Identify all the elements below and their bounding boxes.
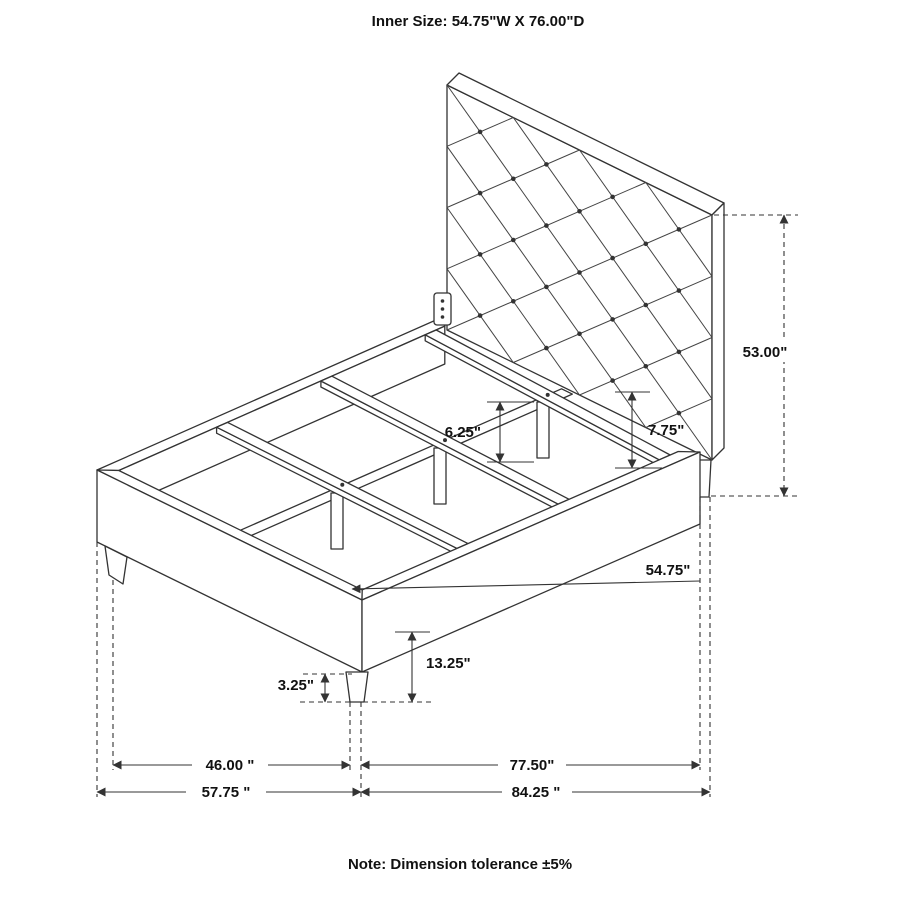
dim-label-side-length: 77.50" xyxy=(510,757,555,774)
dim-slat-support-height: 6.25" xyxy=(445,401,534,463)
foot-right-leg xyxy=(345,671,369,703)
dim-inner-width: 54.75" xyxy=(351,562,701,594)
headboard-side-edge xyxy=(711,202,725,461)
dim-label-foot-rail-height: 13.25" xyxy=(426,655,471,672)
foot-left-leg xyxy=(104,545,128,585)
center-leg xyxy=(330,492,344,550)
tolerance-note: Note: Dimension tolerance ±5% xyxy=(348,856,572,873)
dim-label-side-rail-height: 7.75" xyxy=(648,422,684,439)
dim-overall-length: 84.25 " xyxy=(360,784,711,801)
dim-overall-width: 57.75 " xyxy=(96,784,362,801)
slat-screw-holes xyxy=(340,392,550,487)
dim-foot-width: 46.00 " xyxy=(112,757,351,774)
bed-frame xyxy=(96,292,701,703)
dim-foot-rail-height: 13.25" xyxy=(395,631,471,703)
tufting-buttons xyxy=(477,129,682,416)
dim-side-rail-height: 7.75" xyxy=(615,391,684,469)
dim-label-inner-width: 54.75" xyxy=(646,562,691,579)
dim-label-foot-width: 46.00 " xyxy=(206,757,255,774)
dim-label-headboard-height: 53.00" xyxy=(743,344,788,361)
dim-label-slat-support-height: 6.25" xyxy=(445,424,481,441)
dim-side-length: 77.50" xyxy=(360,757,701,774)
dimension-lines: 53.00" 6.25" 7.75" 54.75" 13.25" xyxy=(96,214,800,801)
dim-leg-height: 3.25" xyxy=(278,673,330,703)
center-leg xyxy=(536,401,550,459)
dim-label-overall-length: 84.25 " xyxy=(512,784,561,801)
page-title: Inner Size: 54.75"W X 76.00"D xyxy=(372,13,585,30)
headboard xyxy=(446,72,725,498)
center-leg xyxy=(433,447,447,505)
dim-label-leg-height: 3.25" xyxy=(278,677,314,694)
dim-headboard-height: 53.00" xyxy=(730,214,800,497)
rail-bracket-icon xyxy=(433,292,452,326)
dim-label-overall-width: 57.75 " xyxy=(202,784,251,801)
